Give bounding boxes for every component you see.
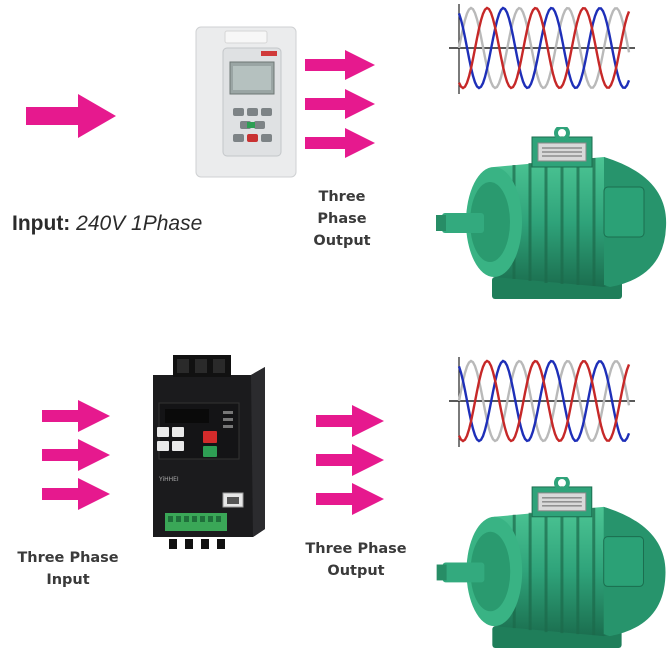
top-waveform-icon (449, 4, 635, 94)
input-label-value: 240V 1Phase (76, 212, 203, 235)
three-phase-drive-icon: YiHHEI (153, 355, 265, 549)
bottom-input-label-line1: Three Phase (17, 550, 119, 566)
top-input-label: Input: 240V 1Phase (12, 212, 202, 236)
bottom-output-label-line2: Output (327, 563, 385, 579)
bottom-waveform-icon (449, 357, 635, 447)
bottom-motor-icon (436, 477, 666, 649)
bottom-output-arrow-icon (316, 405, 384, 515)
bottom-output-label-line1: Three Phase (305, 541, 407, 557)
bottom-input-label-line2: Input (46, 572, 90, 588)
top-output-arrow-icon (305, 50, 375, 158)
single-phase-drive-icon (195, 26, 297, 178)
top-output-label-line1: Three Phase (317, 189, 367, 227)
input-label-key: Input: (12, 212, 71, 235)
top-output-label-line2: Output (313, 233, 371, 249)
bottom-input-arrow-icon (42, 400, 110, 510)
top-motor-icon (436, 127, 667, 299)
drive-brand-text: YiHHEI (158, 476, 179, 483)
single-phase-input-arrow-icon (26, 94, 116, 138)
